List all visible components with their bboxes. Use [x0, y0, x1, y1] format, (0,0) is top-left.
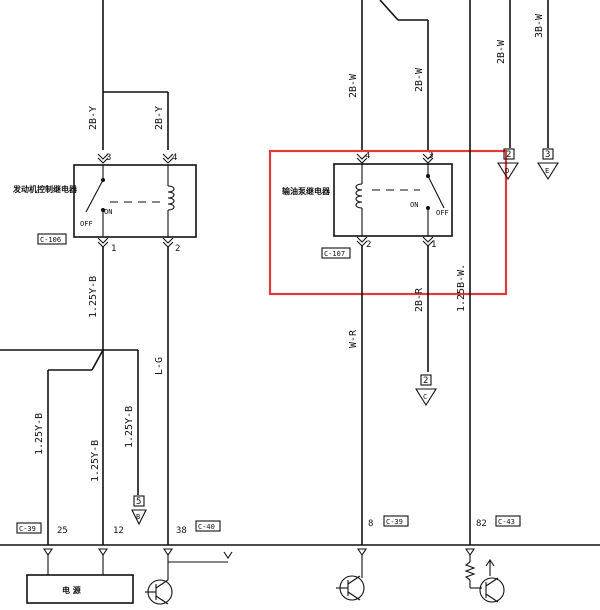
switch-on-label: ON	[104, 208, 112, 216]
pin-label: 4	[172, 153, 177, 163]
pin-label: 25	[57, 526, 68, 536]
highlight-box	[268, 149, 508, 296]
connector-label: C-39	[19, 525, 36, 533]
wire-label-wr: W-R	[348, 329, 359, 348]
connector-label: C-106	[40, 236, 61, 244]
pin-label: 12	[113, 526, 124, 536]
offpage-arrow-c	[415, 388, 437, 407]
bottom-connector-row: C-39 25 12 38 C-40 8 C-39 82 C-43 电 源	[0, 515, 600, 605]
resistor-icon	[464, 561, 476, 581]
offpage-num: 2	[506, 150, 511, 160]
transistor-icon	[479, 577, 505, 603]
pin-label: 3	[106, 153, 111, 163]
pin-label: 2	[366, 240, 371, 250]
offpage-arrow-e	[537, 162, 559, 181]
wire-label-2by-a: 2B-Y	[88, 106, 99, 130]
relay-box	[73, 164, 197, 238]
offpage-letter: D	[505, 167, 509, 175]
offpage-arrow-b	[131, 509, 147, 526]
wire-label-125yb-1: 1.25Y-B	[34, 413, 45, 455]
switch-off-label: OFF	[80, 220, 93, 228]
pin-label: 1	[431, 240, 436, 250]
wire-label-top-2bw: 2B-W	[496, 39, 507, 64]
wire-label-125yb-3: 1.25Y-B	[124, 406, 135, 448]
relay-title: 输油泵继电器	[282, 186, 331, 196]
switch-off-label: OFF	[436, 209, 449, 217]
offpage-arrow-d	[497, 162, 519, 181]
pin-label: 3	[428, 151, 433, 161]
pin-label: 38	[176, 526, 187, 536]
pin-label: 8	[368, 519, 373, 529]
pin-label: 1	[111, 244, 116, 254]
offpage-num: 5	[136, 497, 141, 507]
relay-title: 发动机控制继电器	[12, 184, 78, 194]
connector-box	[321, 247, 351, 259]
relay-box	[333, 163, 453, 237]
engine-control-relay: 2B-Y 2B-Y 3 4 ON OFF 发动机控制继电器 C-106 1 2	[12, 0, 197, 254]
fuel-pump-relay: 2B-W 2B-W 4 3 ON OFF 输油泵继电器 C-107 2 1	[282, 0, 453, 259]
wire-label-lg: L-G	[154, 357, 165, 375]
pin-label: 82	[476, 519, 487, 529]
connector-label: C-43	[498, 518, 515, 526]
wire-label-2bw-a: 2B-W	[348, 73, 359, 98]
offpage-num: 2	[423, 376, 428, 386]
wire-label-125yb: 1.25Y-B	[88, 276, 99, 318]
power-supply-box	[26, 574, 134, 604]
wire-label-top-3bw: 3B-W	[534, 13, 545, 38]
wire-label-2bw-b: 2B-W	[414, 67, 425, 92]
left-wiring: 1.25Y-B L-G 1.25Y-B 1.25Y-B 1.25Y-B 5 B	[0, 247, 169, 545]
wire-label-125yb-2: 1.25Y-B	[90, 440, 101, 482]
connector-label: C-39	[386, 518, 403, 526]
pin-label: 4	[365, 151, 370, 161]
offpage-letter: E	[545, 167, 549, 175]
wire-label-125bw: 1.25B-W.	[456, 264, 467, 312]
wire-label-2by-b: 2B-Y	[154, 106, 165, 130]
offpage-letter: C	[423, 393, 427, 401]
pin-label: 2	[175, 244, 180, 254]
right-wiring: W-R 2B-R 2 C 1.25B-W. 2B-W 2 D 3B-W 3 E	[348, 0, 559, 545]
offpage-num: 3	[545, 150, 550, 160]
connector-label: C-107	[324, 250, 345, 258]
switch-on-label: ON	[410, 201, 418, 209]
offpage-letter: B	[136, 513, 140, 521]
connector-box	[37, 233, 67, 245]
connector-label: C-40	[198, 523, 215, 531]
wire-label-2br: 2B-R	[414, 287, 425, 312]
power-supply-label: 电 源	[62, 585, 81, 595]
